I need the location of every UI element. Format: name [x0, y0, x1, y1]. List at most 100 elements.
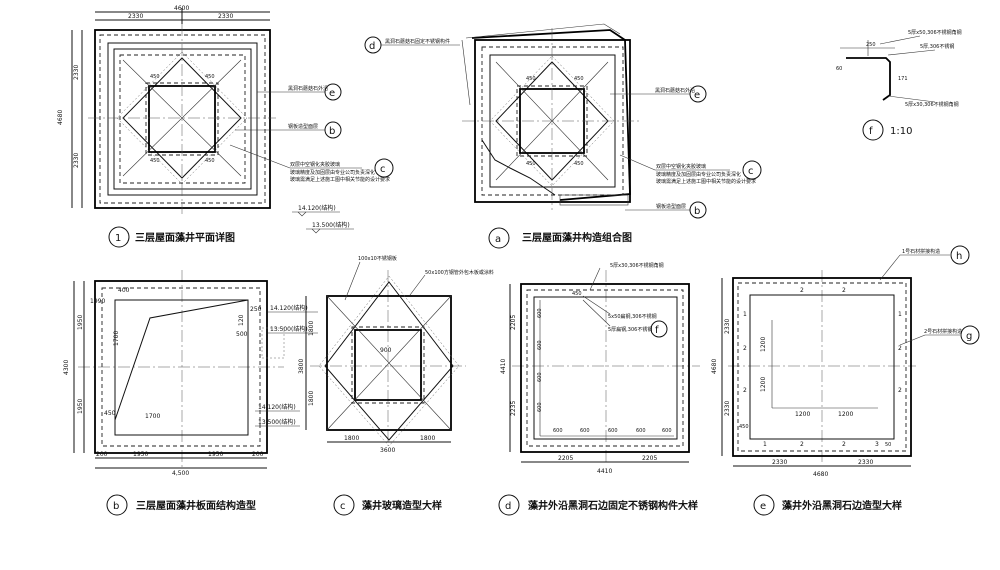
detail-d-steel: 600 600 600 600 600 600 600 600 600 450 … — [500, 262, 700, 475]
dim-e-2330-v2: 2330 — [724, 401, 731, 416]
note-c2: 玻璃精度及加固层由专业公司负责深化 — [290, 169, 375, 176]
dim-d-600-h5: 600 — [662, 428, 672, 434]
dim-c-1800-h1: 1800 — [344, 435, 359, 442]
dim-d-2205-v: 2205 — [510, 315, 517, 330]
dim-2330-left-1: 2330 — [73, 65, 80, 80]
assembly-dim-label-2: 450 — [574, 76, 584, 82]
title-detail-1: 1 三层屋面藻井平面详图 — [108, 226, 235, 248]
dim-b-200-l: 200 — [96, 451, 108, 458]
tag-c: c — [340, 501, 346, 512]
note-cc2: 50x100方钢管外包木板或涂料 — [425, 269, 494, 276]
dim-e-2-d: 2 — [842, 287, 846, 294]
note-b1: 钢板造型面层 — [288, 123, 318, 130]
note-c1-a: 双层中空钢化夹胶玻璃 — [656, 163, 706, 170]
plan-dim-label-3: 450 — [150, 158, 160, 164]
title-b: 三层屋面藻井板面结构造型 — [136, 499, 256, 512]
dim-e-1200-v1: 1200 — [760, 337, 767, 352]
detail-c-glass: 900 100x10不锈钢板 50x100方钢管外包木板或涂料 1800 180… — [298, 255, 494, 454]
dim-e-2-h: 2 — [842, 441, 846, 448]
dim-4680-left: 4680 — [57, 110, 64, 125]
note-e1: 黑洞石蘑菇石外沿 — [288, 85, 328, 92]
dim-d-600-h4: 600 — [636, 428, 646, 434]
tag-e-1: e — [329, 88, 335, 99]
tag-a: a — [495, 234, 501, 245]
dim-f-250: 250 — [866, 42, 876, 48]
tag-g: g — [966, 331, 972, 342]
dim-2330-top-right: 2330 — [218, 13, 233, 20]
dim-f-171: 171 — [898, 76, 908, 82]
title-detail-c: c 藻井玻璃造型大样 — [333, 494, 442, 516]
scale-f: 1:10 — [890, 126, 912, 137]
title-detail-b: b 三层屋面藻井板面结构造型 — [106, 494, 256, 516]
dim-e-2330-v1: 2330 — [724, 319, 731, 334]
dim-c-1800-v2: 1800 — [308, 391, 315, 406]
tag-h: h — [956, 251, 962, 262]
tag-d: d — [505, 501, 511, 512]
note-e1-a: 黑洞石蘑菇石外沿 — [655, 87, 695, 94]
dim-4600-top: 4600 — [174, 5, 189, 12]
assembly-dim-label-4: 450 — [574, 161, 584, 167]
note-g1: 2号石材拼接构造 — [924, 328, 962, 335]
dim-e-2-b: 2 — [743, 387, 747, 394]
dim-d-2205-h2: 2205 — [642, 455, 657, 462]
note-b1-a: 钢板造型面层 — [656, 203, 686, 210]
detail-f-bracket: 250 60 171 5厚x50,306不锈钢角钢 5厚,306不锈钢 5厚x3… — [836, 29, 962, 141]
title-detail-a: a 三层屋面藻井构造组合图 — [488, 227, 632, 249]
tag-c-1: c — [380, 164, 386, 175]
dim-d-600-v4: 600 — [537, 402, 543, 412]
dim-b-4500: 4,500 — [172, 470, 189, 477]
assembly-dim-label-1: 450 — [526, 76, 536, 82]
dim-e-2-e: 2 — [898, 345, 902, 352]
note-c2-a: 玻璃精度及加固层由专业公司负责深化 — [656, 171, 741, 178]
dim-b-4300: 4300 — [63, 360, 70, 375]
dim-e-3: 3 — [875, 441, 879, 448]
dim-b-1950-v2: 1950 — [77, 399, 84, 414]
dim-c-3600: 3600 — [380, 447, 395, 454]
dim-c-1800-v1: 1800 — [308, 321, 315, 336]
dim-d-600-h2: 600 — [580, 428, 590, 434]
tag-b-2: b — [694, 206, 700, 217]
dim-c-900: 900 — [380, 347, 392, 354]
tag-d-1: d — [369, 41, 375, 52]
dim-e-4680-h: 4680 — [813, 471, 828, 478]
note-f1: 5厚x50,306不锈钢角钢 — [908, 29, 962, 36]
dim-b-1950-h2: 1950 — [208, 451, 223, 458]
dim-b-200-r: 200 — [252, 451, 264, 458]
tag-f-2: f — [655, 325, 659, 336]
dim-e-2-g: 2 — [800, 441, 804, 448]
title-1: 三层屋面藻井平面详图 — [135, 231, 235, 244]
tag-1: 1 — [115, 233, 121, 244]
title-c: 藻井玻璃造型大样 — [362, 499, 442, 512]
note-d1: 黑洞石蘑菇石固定不锈钢构件 — [385, 38, 450, 45]
dim-b-450: 450 — [104, 410, 116, 417]
note-dd1: 5厚x30,306不锈钢角钢 — [610, 262, 664, 269]
detail-a-assembly: 450 450 450 450 d 黑洞石蘑菇石固定不锈钢构件 黑洞石蘑菇石外沿… — [364, 23, 762, 219]
dim-e-2330-h1: 2330 — [772, 459, 787, 466]
dim-d-600-v3: 600 — [537, 372, 543, 382]
dim-e-1200-h1: 1200 — [795, 411, 810, 418]
dim-b-1990: 1990 — [90, 298, 105, 305]
dim-b-1700-h: 1700 — [145, 413, 160, 420]
plan-dim-label-2: 450 — [205, 74, 215, 80]
assembly-dim-label-3: 450 — [526, 161, 536, 167]
dim-b-250: 250 — [250, 306, 262, 313]
dim-e-450: 450 — [739, 424, 749, 430]
plan-dim-label-1: 450 — [150, 74, 160, 80]
dim-e-2-a: 2 — [743, 345, 747, 352]
dim-e-2330-h2: 2330 — [858, 459, 873, 466]
dim-d-600-v2: 600 — [537, 340, 543, 350]
dim-2330-left-2: 2330 — [73, 153, 80, 168]
tag-c-2: c — [748, 166, 754, 177]
dim-b-500: 500 — [236, 331, 248, 338]
tag-e: e — [760, 501, 766, 512]
dim-e-1-b: 1 — [898, 311, 902, 318]
note-dd3: 5厚扁钢,306不锈钢 — [608, 326, 652, 333]
tag-e-2: e — [694, 90, 700, 101]
dim-b-1700-v: 1700 — [113, 331, 120, 346]
level-14120-b: 14.120(结构) — [270, 304, 308, 312]
tag-b-1: b — [329, 126, 335, 137]
tag-b: b — [113, 501, 119, 512]
dim-d-4410-v: 4410 — [500, 359, 507, 374]
dim-e-2-c: 2 — [800, 287, 804, 294]
title-d: 藻井外沿黑洞石边固定不锈钢构件大样 — [528, 499, 698, 512]
